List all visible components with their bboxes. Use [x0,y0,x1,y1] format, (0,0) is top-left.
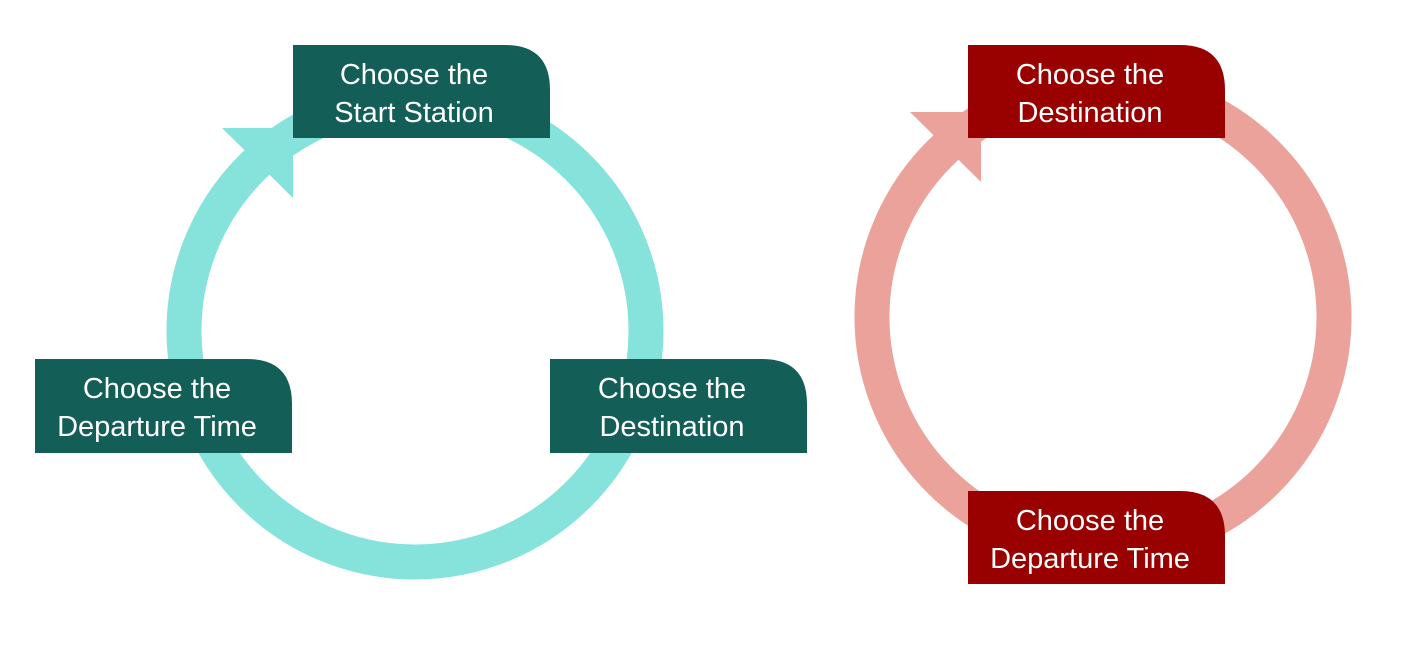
right-cycle-ring [854,68,1352,566]
step-start-station-box: Choose the Start Station [293,45,550,138]
step-departure-time-line1: Choose the [83,373,231,405]
step-start-station-line1: Choose the [340,59,488,91]
left-cycle-ring [166,82,664,580]
alt-step-destination-box: Choose the Destination [968,45,1225,138]
alt-step-departure-time-line2: Departure Time [990,543,1190,575]
alt-step-destination-shape [968,45,1225,138]
alt-step-departure-time-line1: Choose the [1016,505,1164,537]
step-destination-line1: Choose the [598,373,746,405]
step-departure-time-line2: Departure Time [57,411,257,443]
step-destination-shape [550,359,807,453]
left-cycle: Choose the Start Station Choose the Dest… [35,45,807,580]
right-cycle-arrowhead [910,112,981,182]
step-departure-time-shape [35,359,292,453]
alt-step-departure-time-shape [968,491,1225,584]
left-cycle-arrowhead [222,128,293,198]
alt-step-destination-line1: Choose the [1016,59,1164,91]
step-start-station-shape [293,45,550,138]
right-cycle: Choose the Destination Choose the Depart… [854,45,1352,584]
step-destination-line2: Destination [599,411,744,443]
alt-step-departure-time-box: Choose the Departure Time [968,491,1225,584]
step-departure-time-box: Choose the Departure Time [35,359,292,453]
step-destination-box: Choose the Destination [550,359,807,453]
step-start-station-line2: Start Station [334,97,494,129]
alt-step-destination-line2: Destination [1017,97,1162,129]
